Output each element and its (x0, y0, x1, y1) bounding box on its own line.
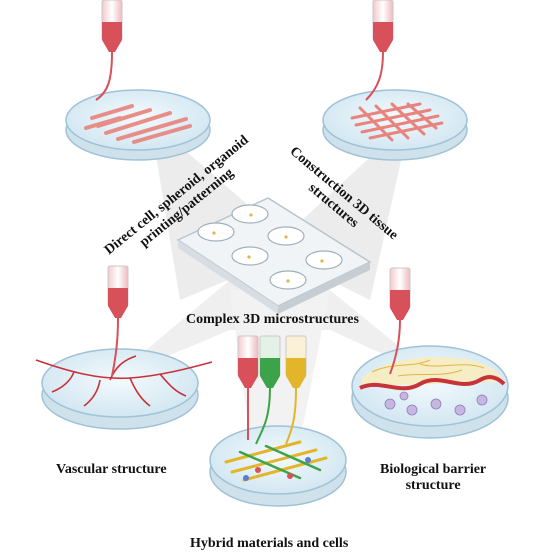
dish-direct-cell-printing (65, 0, 211, 161)
syringe-icon (107, 265, 129, 319)
dish-construction-3d-tissue (322, 0, 468, 161)
label-vascular: Vascular structure (56, 462, 167, 478)
syringe-icon (285, 335, 307, 388)
label-hybrid: Hybrid materials and cells (190, 536, 348, 552)
label-biological-barrier: Biological barrier structure (380, 462, 486, 494)
dish-biological-barrier (351, 267, 509, 439)
label-complex-text: Complex 3D microstructures (186, 312, 359, 327)
syringe-icon (259, 335, 281, 388)
syringe-icon (237, 335, 259, 389)
label-vascular-text: Vascular structure (56, 462, 167, 477)
label-barrier-line2: structure (405, 478, 461, 494)
syringe-icon (101, 0, 123, 53)
syringe-icon (372, 0, 394, 53)
syringe-icon (389, 267, 411, 321)
dish-hybrid-materials (209, 335, 347, 507)
well-plate-icon (176, 197, 372, 314)
label-barrier-line1: Biological barrier (380, 462, 487, 477)
dish-vascular-structure (35, 265, 213, 430)
label-hybrid-text: Hybrid materials and cells (190, 536, 349, 551)
label-complex-3d: Complex 3D microstructures (186, 312, 359, 328)
